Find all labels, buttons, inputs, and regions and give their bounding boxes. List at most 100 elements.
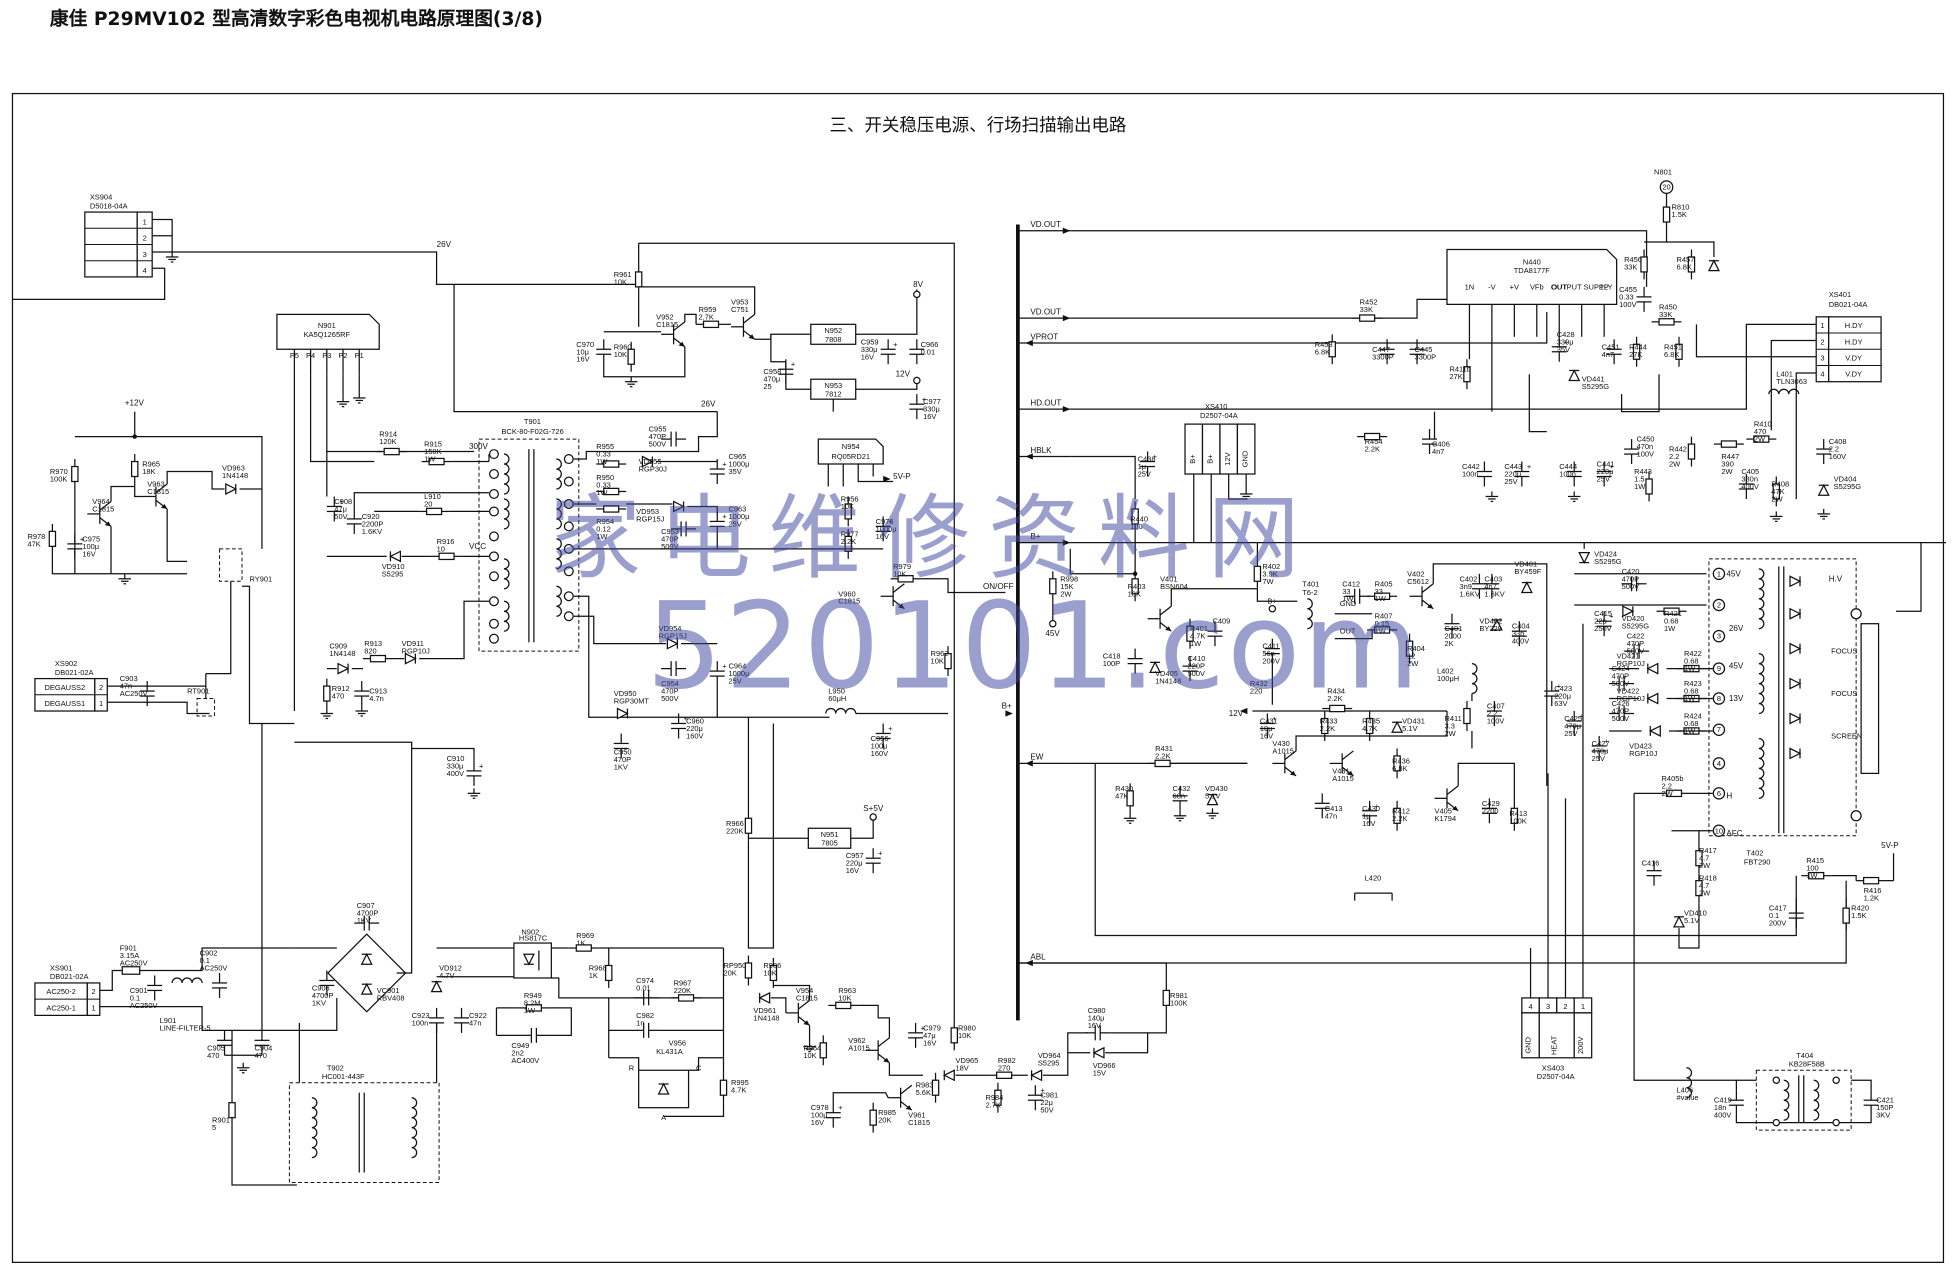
component-value: S5295 [382,569,404,578]
collector [1341,750,1354,761]
net-focus-2: FOCUS [1831,689,1857,698]
diode-symbol [1707,259,1720,272]
resistor-symbol [671,994,702,1002]
ic-ref: N953 [824,381,842,390]
connector-ref: XS401 [1829,290,1851,299]
pin-20: 20 [1662,183,1670,192]
component-value: 25V [1564,729,1577,738]
terminal-ring [913,376,921,385]
component-value: A1015 [848,1043,870,1052]
component-value: 470P [614,755,631,764]
plus-mark: + [1272,714,1276,723]
electrolytic-capacitor-symbol: + [875,723,893,749]
diode-symbol [1789,575,1802,588]
connector-pin-label: B+ [1205,454,1214,463]
component-value: C751 [731,305,749,314]
component-value: 140μ [1088,1013,1105,1022]
component-ref: R983 [916,1081,934,1090]
component-value: 220K [674,986,691,995]
pin-gnd: GND [1340,599,1357,608]
inductor-l402 [1471,662,1478,695]
component-value: 0.1 [200,956,210,965]
secondary-winding [556,498,562,530]
connector-part: D2507-04A [1537,1072,1575,1081]
wire [684,313,697,325]
component-value: 4.7n [369,694,384,703]
transformer-ref: T902 [327,1063,344,1072]
component-ref: R415 [1806,856,1824,865]
connector-pin-number: 1 [1581,1002,1585,1011]
fbt-pin-number: 8 [1717,694,1721,703]
terminal-ring [1850,810,1862,822]
diode-triangle [1789,575,1802,588]
diode-triangle [1789,642,1802,655]
component-value: AC250V [120,958,148,967]
component-ref: V405 [1435,806,1452,815]
component-ref: R402 [1262,562,1280,571]
electrolytic-capacitor-symbol: + [865,848,883,874]
resistor-symbol [844,528,852,559]
bus-net-vprot: VPROT [1030,332,1058,341]
resistor-body [383,447,400,456]
resistor-body [744,817,753,834]
wire [172,1006,295,1031]
wire [1042,1032,1088,1076]
component-value: 2.2 [1669,452,1679,461]
diode-triangle [389,550,402,563]
drawing-frame [11,92,1945,1263]
component-ref: C422 [1627,632,1645,641]
capacitor-symbol [1484,573,1500,599]
terminal-ring [488,449,499,460]
component-value: S5295G [1582,382,1610,391]
component-value: 1μ [1138,462,1146,471]
component-ref: C411 [1262,642,1279,651]
terminal-ring [1712,824,1726,838]
diode-symbol [657,1082,670,1095]
collector [1284,750,1297,761]
component-value: 220K [726,826,743,835]
ground-symbol [353,392,366,404]
resistor-symbol [634,264,643,295]
resistor-symbol [719,1072,728,1103]
resistor-symbol [1659,789,1689,798]
net-screen: SCREEN [1831,731,1862,740]
connector-pin-number: 1 [143,218,147,227]
wire [166,508,188,562]
component-ref: R420 [1851,904,1869,913]
signal-arrow [1062,406,1071,413]
connector-pin-number: 2 [91,987,95,996]
component-value: 10K [931,657,944,666]
component-value: 1K [589,971,598,980]
component-ref: R810 [1672,203,1690,212]
capacitor-symbol [1863,1090,1879,1116]
component-ref: V953 [731,297,748,306]
component-value: 470P [661,687,678,696]
component-value: 820 [364,647,376,656]
electrolytic-capacitor-symbol: + [909,394,926,420]
component-value: 330μ [1557,337,1574,346]
ic-ref: N901 [318,321,336,330]
inductor-l406 [1686,1067,1693,1099]
transformer-part: HC001-443F [322,1072,365,1081]
component-value: 2000 [1444,632,1461,641]
diode-symbol [225,482,238,495]
net-12v-ew: 12V [1229,709,1244,718]
component-value: 500V [649,440,666,449]
bus-net-vd-out-1: VD.OUT [1030,220,1061,229]
component-value: 1K [576,939,585,948]
component-value: BY459F [1514,567,1541,576]
diode-symbol [672,500,685,513]
coil-turns [1758,568,1765,630]
component-value: 400V [447,769,464,778]
component-value: 220μ [686,724,703,733]
